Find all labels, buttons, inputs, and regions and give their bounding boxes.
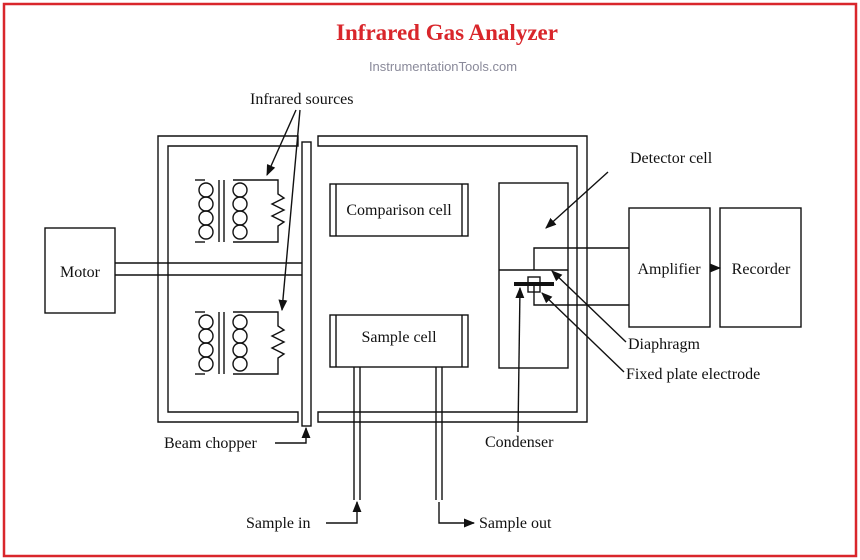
amplifier: Amplifier <box>628 207 711 328</box>
sample-pipes <box>353 367 443 500</box>
sample-in-label: Sample in <box>246 515 310 532</box>
comparison-cell-label: Comparison cell <box>346 202 452 219</box>
sample-cell: Sample cell <box>329 314 469 368</box>
source-housing <box>157 135 299 423</box>
infrared-source-bottom <box>195 311 286 375</box>
condenser-label: Condenser <box>485 434 554 451</box>
infrared-source-arrow-top <box>266 109 297 177</box>
infrared-source-arrow-bottom <box>278 109 301 312</box>
diaphragm-plate <box>514 282 554 286</box>
diaphragm-arrow <box>551 270 627 343</box>
infrared-sources-label: Infrared sources <box>250 91 354 108</box>
diaphragm-label: Diaphragm <box>628 336 701 353</box>
comparison-cell: Comparison cell <box>329 183 469 237</box>
amplifier-label: Amplifier <box>637 261 701 278</box>
motor: Motor <box>44 227 116 314</box>
beam-chopper <box>301 141 312 427</box>
beam-chopper-arrow <box>275 426 311 444</box>
sample-out-label: Sample out <box>479 515 552 532</box>
detector-cell-label: Detector cell <box>630 150 713 167</box>
fixed-plate-arrow <box>541 292 625 373</box>
title: Infrared Gas Analyzer <box>336 20 558 45</box>
motor-label: Motor <box>60 264 101 281</box>
recorder-label: Recorder <box>732 261 791 278</box>
sample-out-arrow <box>438 502 476 528</box>
beam-chopper-label: Beam chopper <box>164 435 258 452</box>
fixed-plate-electrode-label: Fixed plate electrode <box>626 366 760 383</box>
recorder: Recorder <box>719 207 802 328</box>
condenser-arrow <box>515 286 525 433</box>
detector-cell <box>498 182 629 369</box>
watermark: InstrumentationTools.com <box>369 59 517 74</box>
detector-cell-arrow <box>545 171 609 229</box>
motor-shaft <box>115 262 302 276</box>
cell-housing <box>317 135 588 423</box>
infrared-source-top <box>195 179 286 243</box>
sample-in-arrow <box>326 500 362 524</box>
sample-cell-label: Sample cell <box>361 329 437 346</box>
